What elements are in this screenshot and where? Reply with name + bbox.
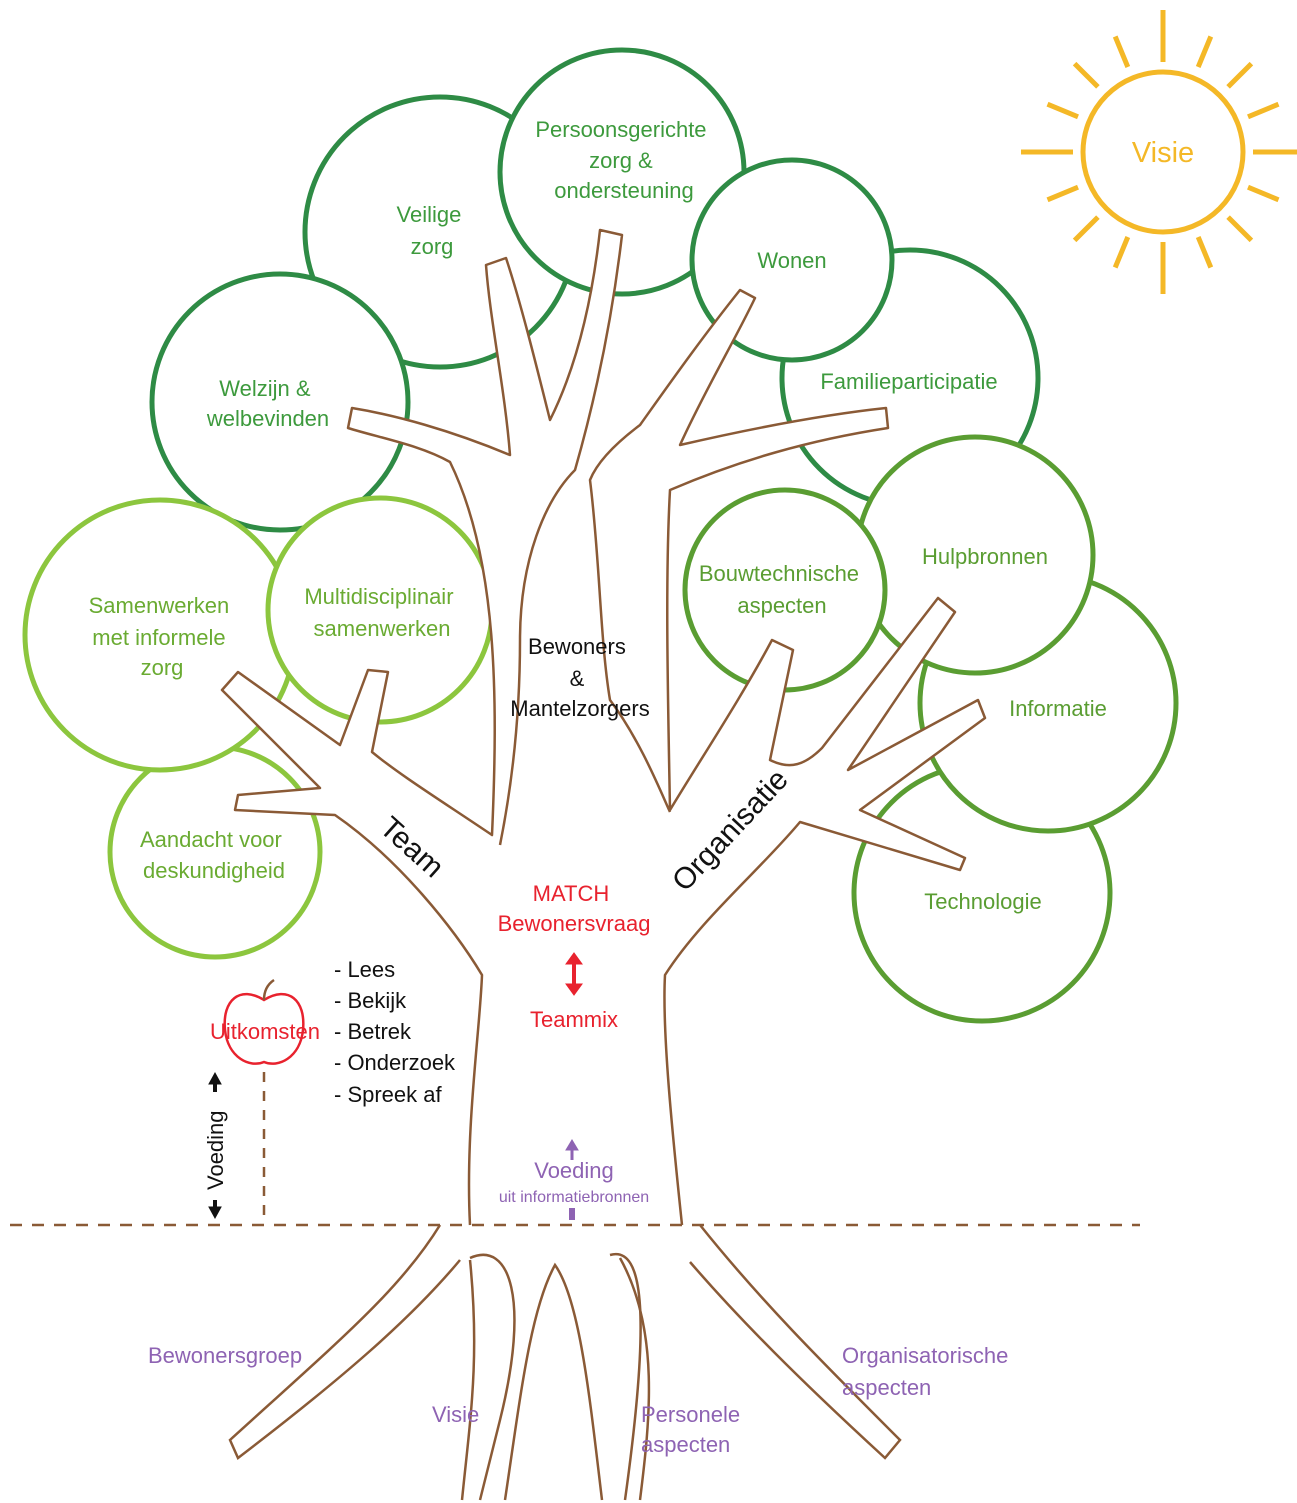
trunk-right-outline [588,288,987,1226]
teammix-label: Teammix [530,1007,618,1032]
leaf-label-informatie: Informatie [1009,696,1107,721]
sun-ray [1247,184,1280,203]
leaf-welzijn [149,271,411,533]
tree-trunk [220,228,987,1226]
leaf-label-multidisciplinair: Multidisciplinair samenwerken [304,584,459,641]
voeding-side-arrows-icon [208,1071,222,1220]
root-label-visie: Visie [432,1402,479,1427]
sun-ray [1046,184,1079,203]
uitkomsten-label: Uitkomsten [210,1019,320,1044]
leaf-label-persoons: Persoonsgerichte zorg & ondersteuning [535,117,712,203]
sun-ray [1112,35,1131,68]
sun-ray [1226,61,1254,89]
sun-rays [1021,10,1297,294]
leaf-aandacht [107,744,323,960]
root-label-organisatorische: Organisatorische aspecten [842,1343,1014,1400]
canopy [22,47,1179,1024]
root-center [503,1262,604,1501]
roots [228,1224,902,1501]
sun-label: Visie [1132,137,1194,169]
sun-ray [1072,215,1100,243]
center-bewoners-label: Bewoners & Mantelzorgers [510,634,649,721]
sun-ray [1247,101,1280,120]
leaf-label-hulpbronnen: Hulpbronnen [922,544,1048,569]
sun-ray [1195,236,1214,269]
root-center-left [460,1259,476,1501]
leaf-label-familie: Familieparticipatie [820,369,997,394]
sun-icon [1021,10,1297,294]
root-right-inner [618,1257,651,1501]
leaf-label-samenwerken: Samenwerken met informele zorg [89,593,236,680]
voeding-up-arrow-icon [565,1139,579,1220]
match-arrow-icon [565,952,583,996]
voeding-title: Voeding [534,1158,614,1183]
sun-ray [1226,215,1254,243]
root-center-right [609,1252,642,1501]
actions-list: - Lees - Bekijk - Betrek - Onderzoek - S… [334,957,461,1107]
sun-ray [1072,61,1100,89]
root-label-personele: Personele aspecten [641,1402,746,1457]
leaf-label-aandacht: Aandacht voor deskundigheid [140,827,288,883]
root-left-inner [469,1253,516,1501]
root-label-bewonersgroep: Bewonersgroep [148,1343,302,1368]
sun-ray [1046,101,1079,120]
sun-ray [1112,236,1131,269]
leaf-label-bouwtechnische: Bouwtechnische aspecten [699,561,865,618]
leaf-label-wonen: Wonen [757,248,826,273]
leaf-label-veilige: Veilige zorg [397,202,468,259]
root-left-outer [228,1224,461,1460]
sun-disc [1080,69,1246,235]
root-labels: Bewonersgroep Visie Personele aspecten O… [148,1343,1014,1457]
match-label: MATCH Bewonersvraag [498,881,651,936]
trunk-left-outline [220,228,624,1226]
leaf-label-welzijn: Welzijn & welbevinden [206,376,329,431]
sun-ray [1195,35,1214,68]
leaf-label-technologie: Technologie [924,889,1041,914]
root-right-outer [689,1224,902,1460]
voeding-side-label: Voeding [203,1110,228,1190]
voeding-subtitle: uit informatiebronnen [499,1189,649,1206]
leaf-labels: Persoonsgerichte zorg & ondersteuning Ve… [89,117,1107,914]
apple-icon [223,978,305,1065]
